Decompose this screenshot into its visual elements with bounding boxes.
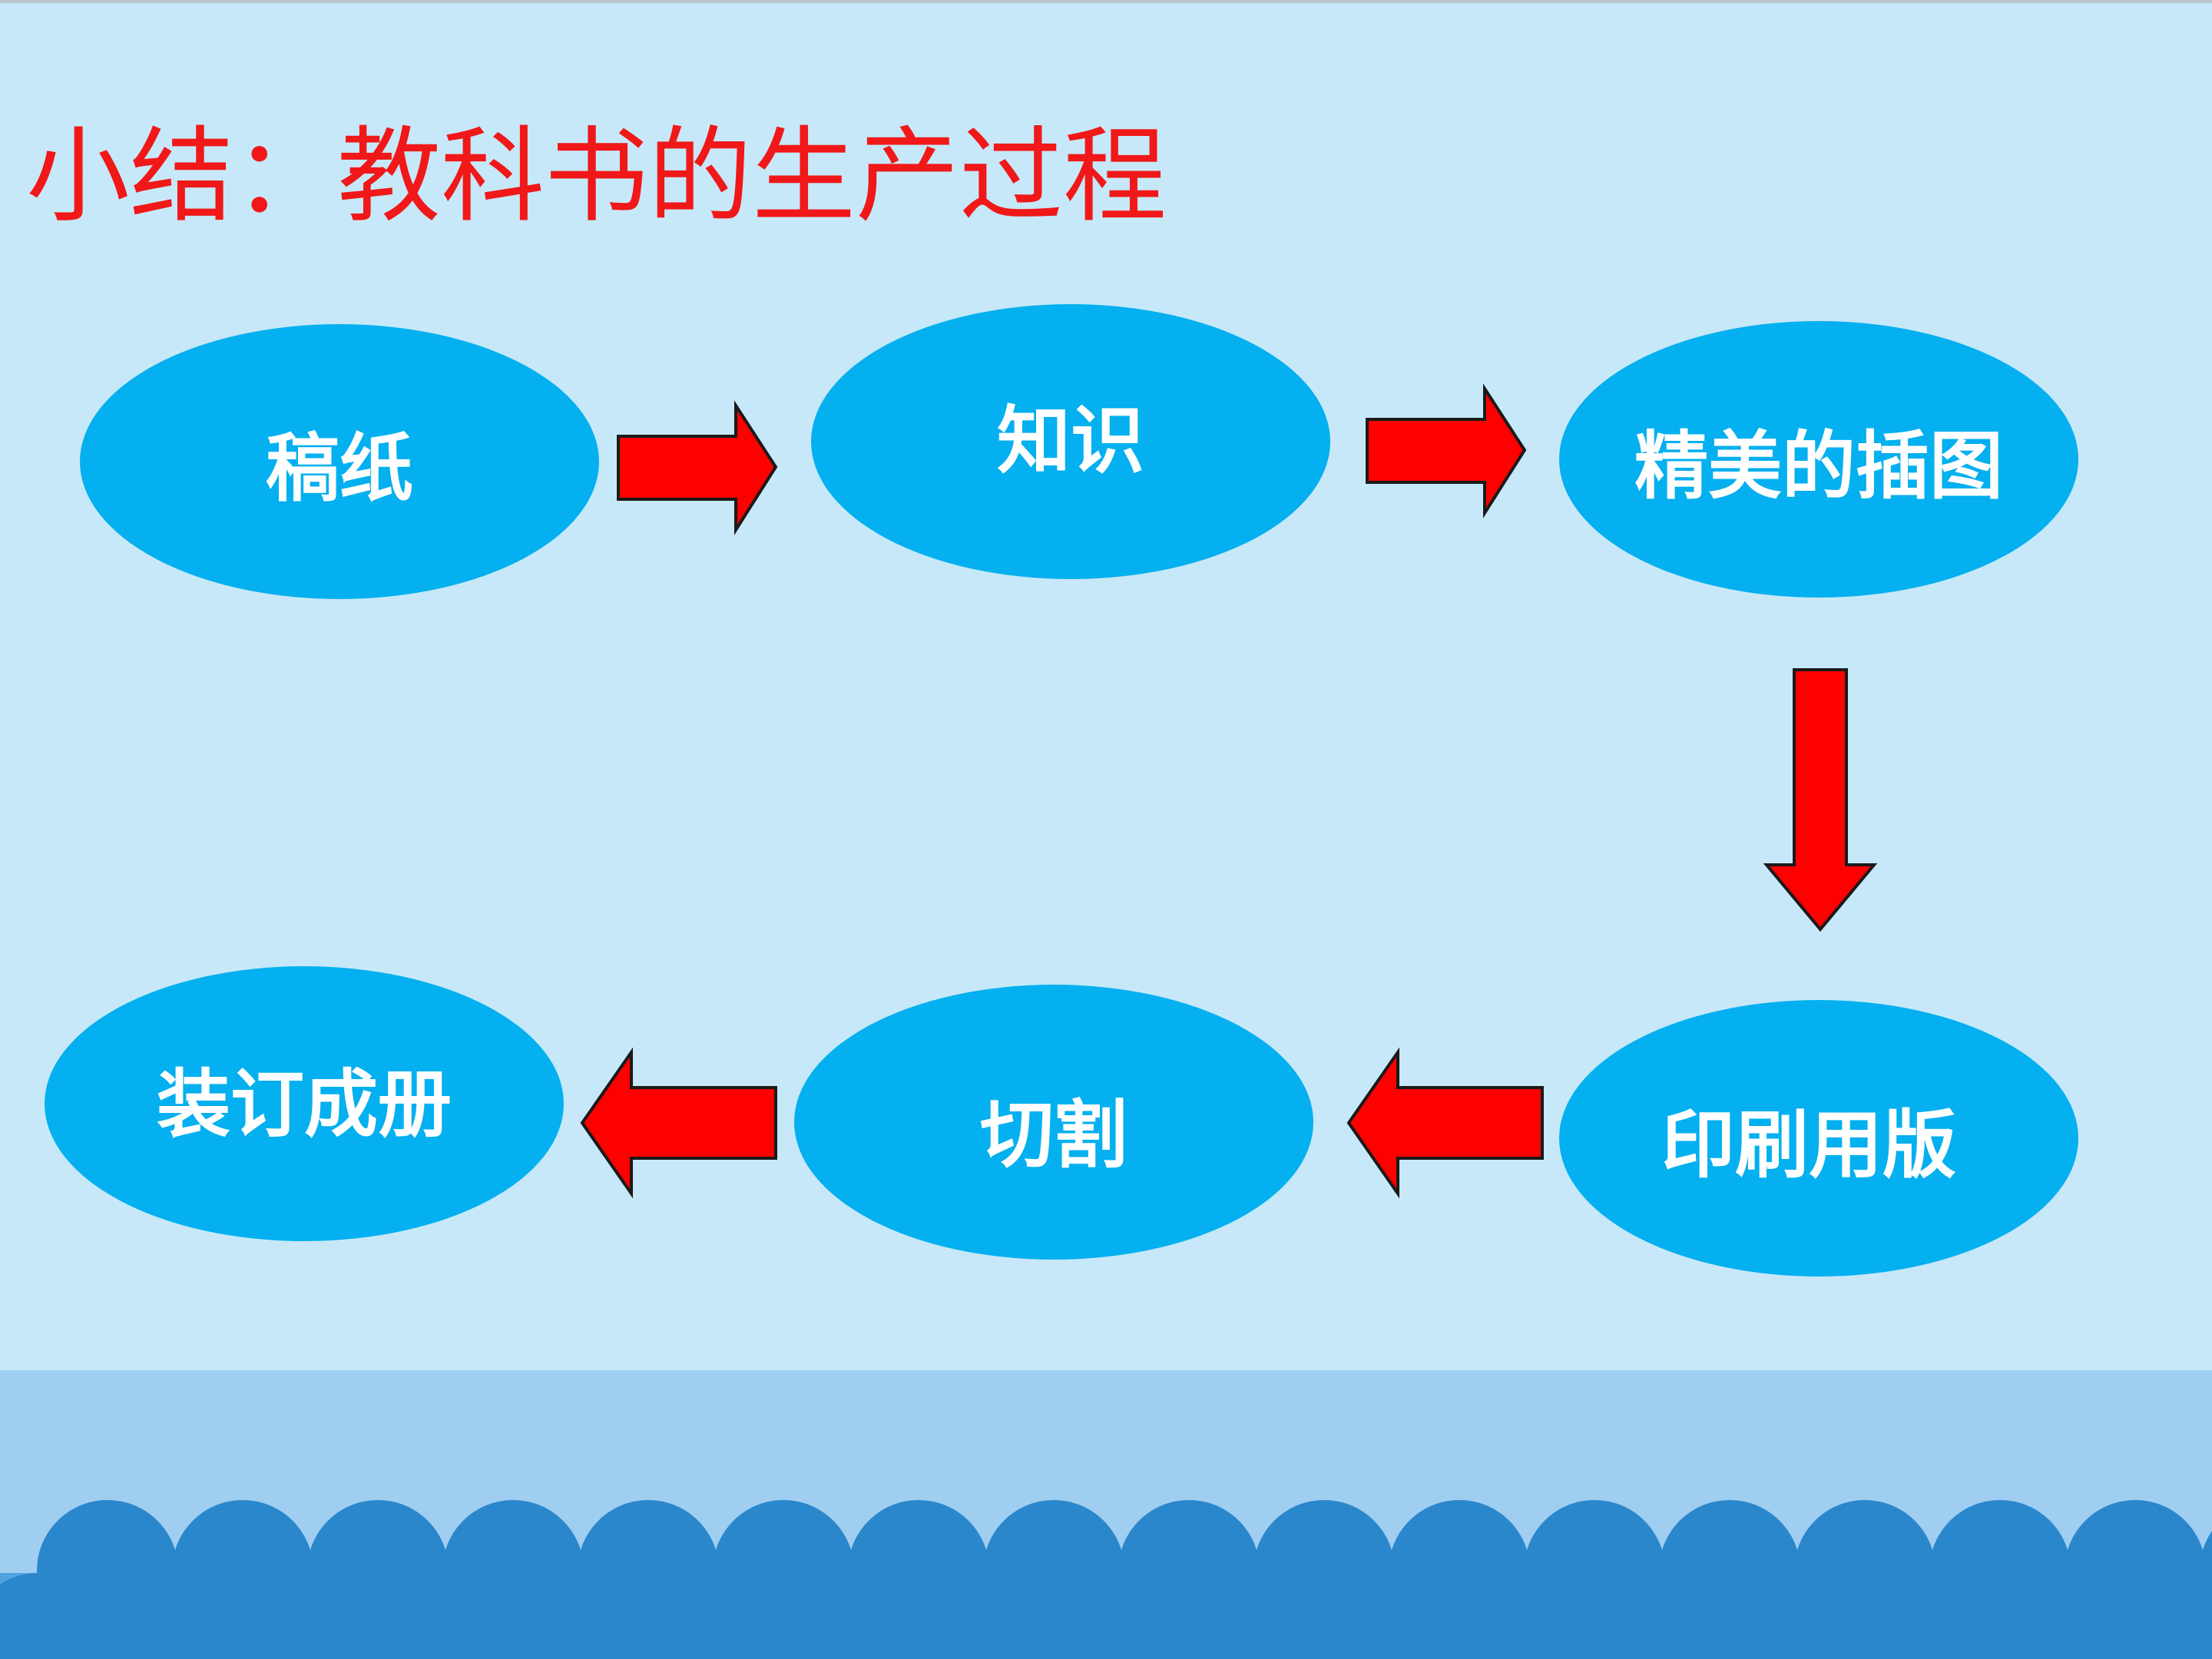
- node-yinshua: 印刷用版: [1559, 1000, 2078, 1277]
- wave-hump-lower: [2131, 1573, 2212, 1659]
- wave-hump-lower: [373, 1573, 515, 1659]
- node-label: 装订成册: [157, 1061, 452, 1147]
- node-label: 知识: [997, 397, 1144, 484]
- arrow-left-1: [1346, 1047, 1544, 1199]
- wave-hump-lower: [779, 1573, 920, 1659]
- arrow-left-2: [580, 1047, 777, 1199]
- arrow-down: [1763, 668, 1878, 932]
- wave-hump-lower: [1455, 1573, 1596, 1659]
- top-border-line: [0, 0, 2212, 3]
- wave-hump-lower: [1049, 1573, 1190, 1659]
- node-gaozhi: 稿纸: [80, 324, 599, 599]
- arrow-right-2: [1366, 383, 1527, 518]
- wave-hump-lower: [1184, 1573, 1326, 1659]
- node-zhishi: 知识: [811, 304, 1330, 579]
- node-qiege: 切割: [794, 985, 1313, 1260]
- wave-hump-lower: [914, 1573, 1055, 1659]
- slide-title: 小结：教科书的生产过程: [26, 116, 1167, 237]
- wave-hump-lower: [1860, 1573, 2002, 1659]
- wave-hump-lower: [508, 1573, 650, 1659]
- node-zhuangding: 装订成册: [45, 966, 564, 1241]
- node-chatu: 精美的插图: [1559, 321, 2078, 598]
- arrow-right-1: [617, 400, 778, 535]
- wave-hump-lower: [1725, 1573, 1866, 1659]
- wave-hump-lower: [644, 1573, 785, 1659]
- node-label: 稿纸: [266, 425, 413, 512]
- wave-hump-lower: [1590, 1573, 1731, 1659]
- wave-hump-lower: [103, 1573, 244, 1659]
- node-label: 印刷用版: [1661, 1101, 1956, 1188]
- wave-hump-lower: [0, 1573, 109, 1659]
- wave-decoration: [0, 1500, 2212, 1659]
- wave-hump-lower: [1995, 1573, 2137, 1659]
- node-label: 精美的插图: [1634, 422, 2003, 509]
- wave-hump-lower: [238, 1573, 379, 1659]
- wave-hump-lower: [1320, 1573, 1461, 1659]
- node-label: 切割: [980, 1091, 1128, 1178]
